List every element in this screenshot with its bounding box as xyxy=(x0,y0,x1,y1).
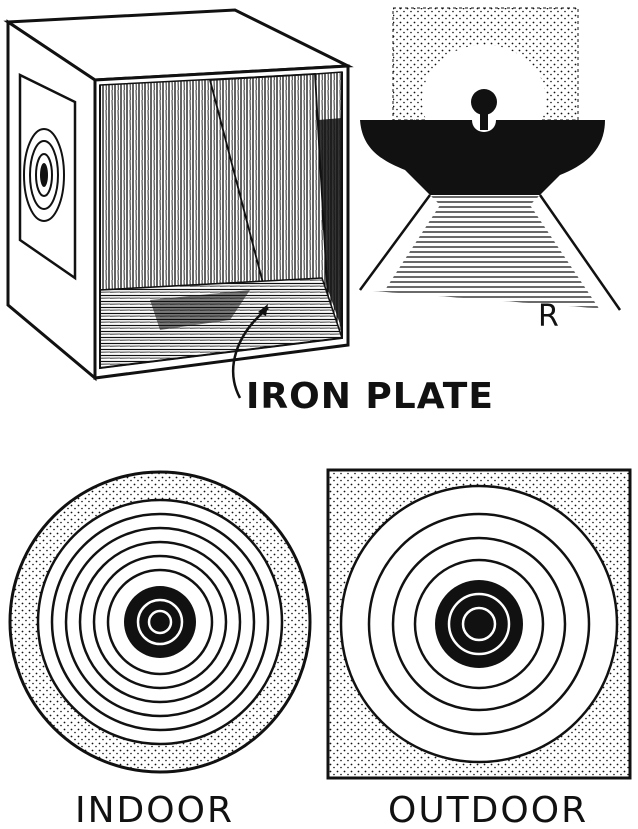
outdoor-target xyxy=(326,468,632,780)
lamp-bulb xyxy=(471,89,497,115)
indoor-label: INDOOR xyxy=(75,790,234,829)
side-target xyxy=(18,72,77,281)
iron-plate-label: IRON PLATE xyxy=(246,376,494,417)
lamp-diagram: R xyxy=(358,7,622,334)
indoor-bullseye xyxy=(124,586,196,658)
pointer-arrowhead xyxy=(258,304,268,316)
outdoor-label: OUTDOOR xyxy=(388,790,588,829)
indoor-target xyxy=(8,470,312,774)
iron-plate-pointer xyxy=(232,307,269,399)
r-marker-label: R xyxy=(538,299,559,334)
box-shadow-strip xyxy=(318,118,342,330)
lamp-reflector xyxy=(360,120,605,195)
floor-shadow xyxy=(150,290,250,330)
target-box xyxy=(3,8,354,382)
